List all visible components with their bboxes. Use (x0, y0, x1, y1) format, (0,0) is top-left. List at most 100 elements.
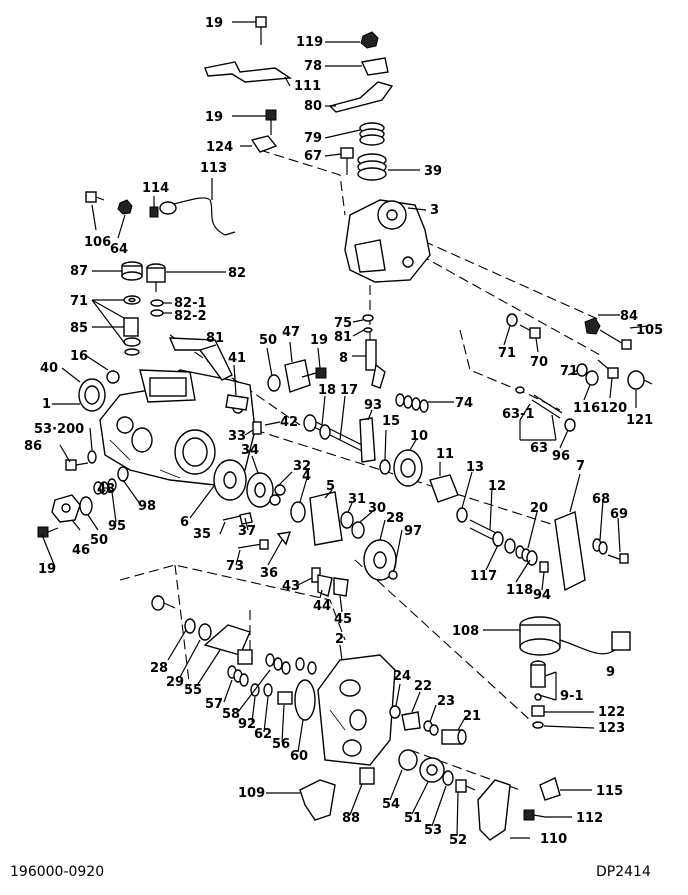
callout-8: 8 (339, 351, 348, 366)
lever-8-icon (365, 339, 386, 389)
screw-70-icon (519, 324, 541, 339)
callout-2: 2 (335, 632, 344, 647)
valve-9-icon (530, 660, 546, 688)
washer-29-icon (198, 623, 212, 641)
callout-81: 81 (206, 331, 224, 346)
callout-67: 67 (304, 149, 322, 164)
callout-20: 20 (530, 501, 548, 516)
plunger-5-icon (309, 491, 343, 546)
o-ring-123-icon (532, 721, 544, 729)
callout-93: 93 (364, 398, 382, 413)
hydraulic-head-2-icon (317, 654, 396, 766)
cam-plate-6-icon (213, 459, 247, 501)
callout-64: 64 (110, 242, 128, 257)
callout-122: 122 (598, 705, 625, 720)
callout-13: 13 (466, 460, 484, 475)
callout-42: 42 (280, 415, 298, 430)
callout-97: 97 (404, 524, 422, 539)
callout-75: 75 (334, 316, 352, 331)
o-ring-82-2-icon (150, 309, 164, 317)
callout-46: 46 (72, 543, 90, 558)
callout-17: 17 (340, 383, 358, 398)
plate-46-icon (51, 494, 81, 523)
bracket-111-icon (204, 61, 293, 83)
callout-70: 70 (530, 355, 548, 370)
coupling-11-icon (429, 474, 459, 503)
callout-3: 3 (430, 203, 439, 218)
figure-code: DP2414 (596, 864, 651, 880)
bolt-19-second-icon (265, 109, 277, 121)
callout-5: 5 (326, 479, 335, 494)
callout-19-lower: 19 (38, 562, 56, 577)
callout-117: 117 (470, 569, 497, 584)
bracket-109-icon (299, 779, 336, 821)
callout-32: 32 (293, 459, 311, 474)
valve-82-icon (146, 263, 166, 292)
plug-114-icon (149, 206, 159, 218)
sensor-wire-113-icon (159, 197, 236, 236)
callout-45: 45 (334, 612, 352, 627)
callout-19-right: 19 (310, 333, 328, 348)
callout-10: 10 (410, 429, 428, 444)
callout-labels: 19 119 78 111 80 19 79 124 67 39 113 114… (24, 16, 663, 848)
callout-11: 11 (436, 447, 454, 462)
bolt-28-icon (151, 595, 176, 611)
valve-22-icon (401, 711, 421, 731)
callout-71-right: 71 (560, 364, 578, 379)
callout-36: 36 (260, 566, 278, 581)
callout-19-second: 19 (205, 110, 223, 125)
callout-44: 44 (313, 599, 331, 614)
callout-34: 34 (241, 443, 259, 458)
gear-10-icon (393, 449, 423, 487)
callout-60: 60 (290, 749, 308, 764)
screw-73-icon (237, 539, 269, 550)
pin-41-icon (225, 394, 249, 411)
callout-28-upper: 28 (386, 511, 404, 526)
callout-7: 7 (576, 459, 585, 474)
callout-113: 113 (200, 161, 227, 176)
spring-31-icon (340, 511, 354, 529)
callout-118: 118 (506, 583, 533, 598)
cover-7-icon (554, 511, 586, 592)
callout-82-2: 82-2 (174, 309, 207, 324)
bracket-110-icon (477, 779, 511, 841)
callout-68: 68 (592, 492, 610, 507)
callout-94: 94 (533, 588, 551, 603)
callout-28-lower: 28 (150, 661, 168, 676)
callout-91: 81 (334, 330, 352, 345)
valve-51-icon (419, 757, 445, 783)
callout-86: 86 (24, 439, 42, 454)
callout-121: 121 (626, 413, 653, 428)
bracket-44-icon (317, 574, 333, 597)
leader-lines (41, 21, 649, 839)
screw-67-icon (340, 147, 354, 159)
top-bracket-parts (204, 16, 394, 181)
o-ring-54-icon (398, 749, 418, 771)
callout-56: 56 (272, 737, 290, 752)
fitting-85-icon (123, 317, 141, 356)
cover-60-icon (294, 679, 316, 721)
callout-52: 52 (449, 833, 467, 848)
screw-112-icon (523, 809, 546, 821)
callout-92: 92 (238, 717, 256, 732)
callout-47: 47 (282, 325, 300, 340)
washer-53-lower-icon (442, 770, 454, 786)
callout-110: 110 (540, 832, 567, 847)
callout-9-1: 9-1 (560, 689, 584, 704)
plug-88-icon (359, 767, 375, 785)
callout-51: 51 (404, 811, 422, 826)
governor-cover-3-icon (344, 199, 431, 283)
key-18-icon (319, 424, 331, 440)
callout-41: 41 (228, 351, 246, 366)
lever-80-icon (328, 81, 394, 113)
callout-21: 21 (463, 709, 481, 724)
callout-54: 54 (382, 797, 400, 812)
screw-52-icon (455, 779, 476, 793)
washer-28-icon (184, 618, 196, 634)
callout-55: 55 (184, 683, 202, 698)
plug-87-icon (121, 261, 143, 281)
filter-122-icon (531, 705, 545, 717)
callout-12: 12 (488, 479, 506, 494)
washer-15-icon (379, 459, 391, 475)
callout-63: 63 (530, 441, 548, 456)
